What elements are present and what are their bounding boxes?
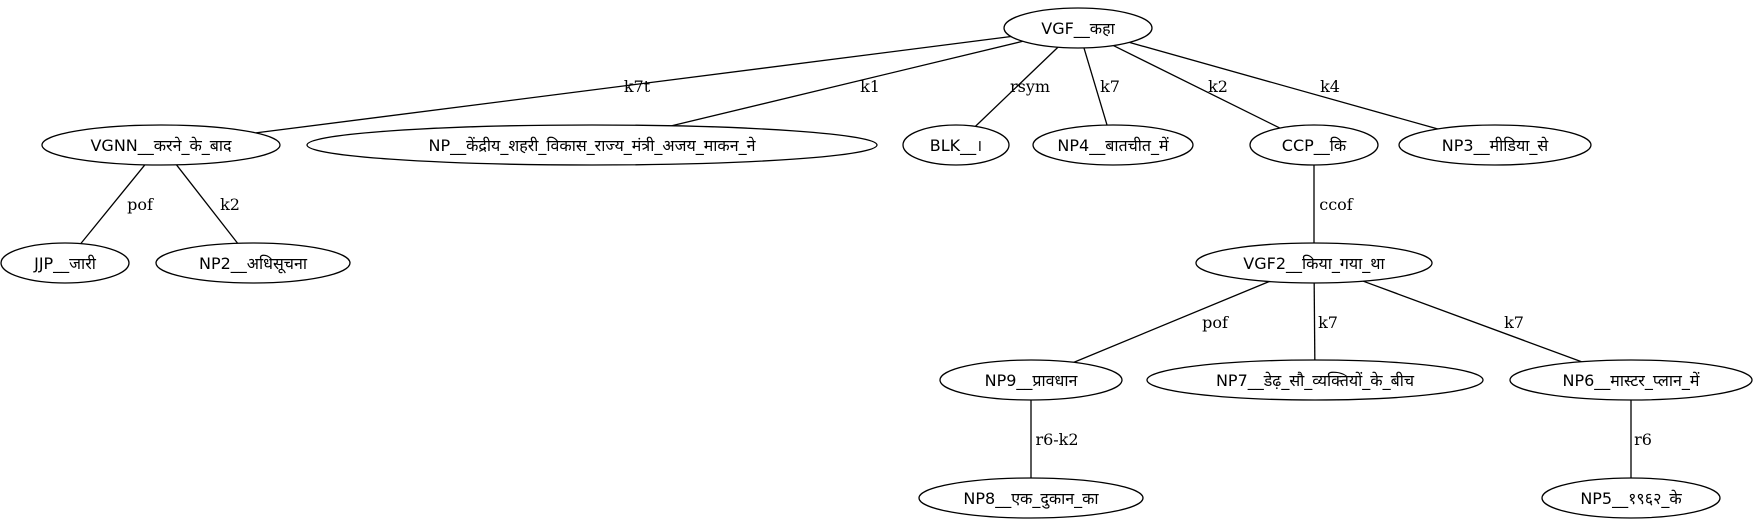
node-label-jjp: JJP__जारी: [33, 254, 97, 274]
node-ellipse-np: [306, 124, 878, 166]
node-ellipse-jjp: [0, 242, 130, 284]
node-label-np6: NP6__मास्टर_प्लान_में: [1563, 371, 1700, 391]
edge-label-vgf2-np7: k7: [1318, 313, 1338, 332]
edge-label-vgf-np4: k7: [1100, 77, 1120, 96]
node-label-np5: NP5__१९६२_के: [1580, 489, 1682, 509]
node-label-vgnn: VGNN__करने_के_बाद: [90, 136, 232, 156]
node-vgf2: VGF2__किया_गया_था: [1195, 242, 1433, 284]
edge-label-vgf-vgnn: k7t: [624, 77, 651, 96]
node-label-np2: NP2__अधिसूचना: [199, 254, 308, 274]
edge-vgf2-np6: [1363, 280, 1582, 363]
node-np7: NP7__डेढ़_सौ_व्यक्तियों_के_बीच: [1146, 359, 1484, 401]
node-ccp: CCP__कि: [1249, 124, 1379, 166]
node-ellipse-np4: [1032, 124, 1194, 166]
node-label-np4: NP4__बातचीत_में: [1057, 136, 1169, 156]
edge-label-vgnn-jjp: pof: [127, 195, 154, 214]
edge-label-vgf2-np6: k7: [1504, 313, 1524, 332]
edge-vgf-ccp: [1113, 44, 1281, 129]
node-np5: NP5__१९६२_के: [1541, 477, 1721, 519]
node-label-np7: NP7__डेढ़_सौ_व्यक्तियों_के_बीच: [1216, 371, 1415, 391]
node-vgnn: VGNN__करने_के_बाद: [41, 124, 281, 166]
edge-vgf-blk: [974, 46, 1059, 127]
edge-label-vgf-np3: k4: [1320, 77, 1340, 96]
node-label-vgf2: VGF2__किया_गया_था: [1243, 254, 1385, 274]
edge-vgf-vgnn: [255, 35, 1012, 134]
node-np8: NP8__एक_दुकान_का: [918, 477, 1144, 519]
node-ellipse-np6: [1509, 359, 1753, 401]
edge-label-vgf-ccp: k2: [1208, 77, 1228, 96]
edge-vgf2-np9: [1073, 280, 1270, 363]
node-ellipse-ccp: [1249, 124, 1379, 166]
node-blk: BLK__।: [902, 124, 1010, 166]
node-np9: NP9__प्रावधान: [939, 359, 1123, 401]
edge-label-vgnn-np2: k2: [220, 195, 240, 214]
node-ellipse-np8: [918, 477, 1144, 519]
node-label-ccp: CCP__कि: [1282, 136, 1347, 156]
edge-label-vgf-np: k1: [860, 77, 880, 96]
node-np3: NP3__मीडिया_से: [1398, 124, 1592, 166]
node-ellipse-vgf: [1003, 7, 1153, 49]
edge-label-vgf-blk: rsym: [1010, 77, 1050, 96]
edge-label-ccp-vgf2: ccof: [1319, 195, 1354, 214]
edge-label-vgf2-np9: pof: [1202, 313, 1229, 332]
node-ellipse-vgf2: [1195, 242, 1433, 284]
edge-vgnn-jjp: [80, 164, 146, 245]
node-np: NP__केंद्रीय_शहरी_विकास_राज्य_मंत्री_अजय…: [306, 124, 878, 166]
node-jjp: JJP__जारी: [0, 242, 130, 284]
node-label-blk: BLK__।: [930, 136, 982, 156]
node-ellipse-np7: [1146, 359, 1484, 401]
node-label-np3: NP3__मीडिया_से: [1442, 136, 1550, 156]
node-ellipse-vgnn: [41, 124, 281, 166]
edge-vgf-np3: [1129, 41, 1438, 130]
edge-vgf-np4: [1083, 47, 1108, 126]
node-label-vgf: VGF__कहा: [1041, 19, 1115, 39]
edge-label-np6-np5: r6: [1634, 430, 1652, 449]
node-vgf: VGF__कहा: [1003, 7, 1153, 49]
edge-vgf-np: [671, 40, 1023, 127]
node-ellipse-np5: [1541, 477, 1721, 519]
node-label-np: NP__केंद्रीय_शहरी_विकास_राज्य_मंत्री_अजय…: [429, 136, 757, 156]
node-np2: NP2__अधिसूचना: [155, 242, 351, 284]
edge-vgnn-np2: [175, 164, 239, 244]
edge-vgf2-np7: [1313, 282, 1316, 361]
node-np6: NP6__मास्टर_प्लान_में: [1509, 359, 1753, 401]
node-ellipse-np3: [1398, 124, 1592, 166]
node-ellipse-blk: [902, 124, 1010, 166]
node-label-np8: NP8__एक_दुकान_का: [963, 489, 1099, 509]
node-np4: NP4__बातचीत_में: [1032, 124, 1194, 166]
edge-label-np9-np8: r6-k2: [1035, 430, 1078, 449]
node-ellipse-np2: [155, 242, 351, 284]
node-label-np9: NP9__प्रावधान: [985, 371, 1079, 391]
node-ellipse-np9: [939, 359, 1123, 401]
